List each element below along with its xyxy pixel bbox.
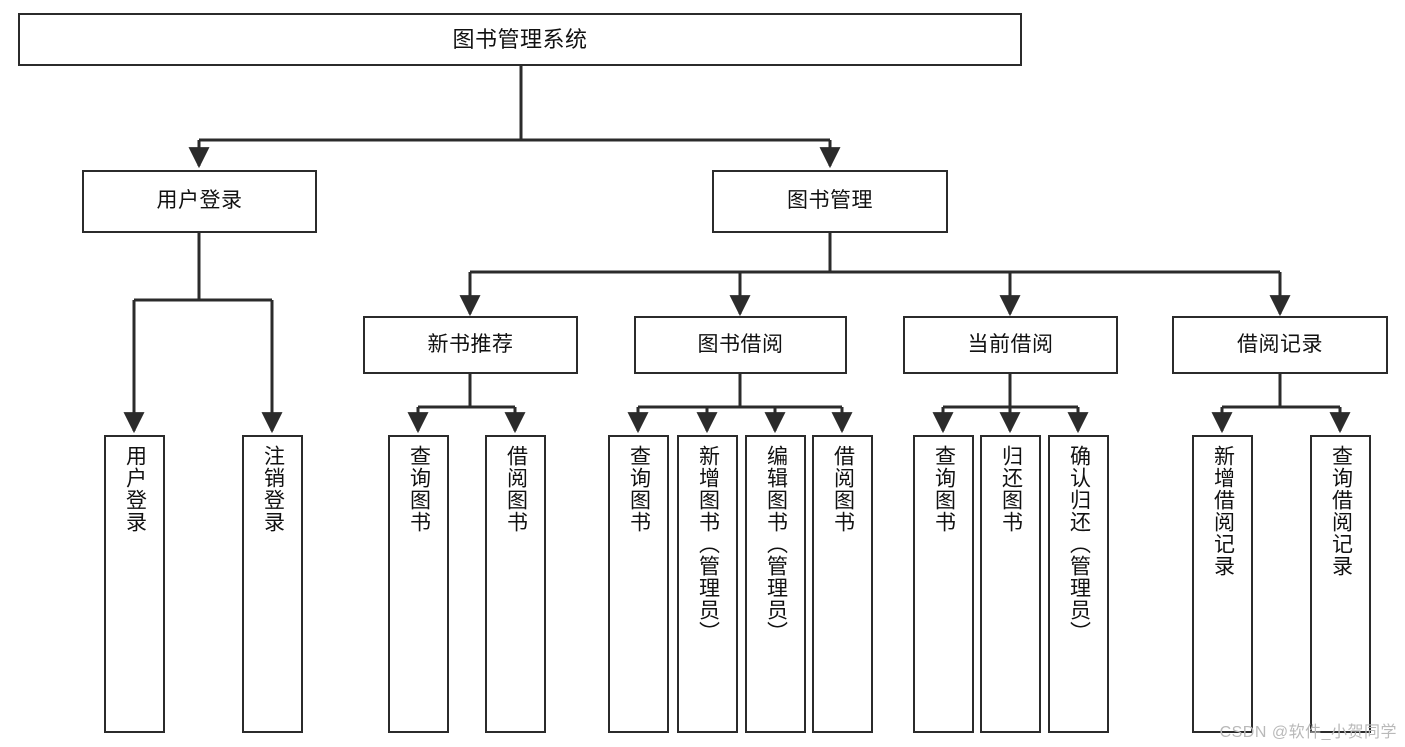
node-leaf-borrow-book-2[interactable]: 借阅图书 bbox=[812, 435, 873, 733]
node-leaf-confirm-return-label: 确认归还（管理员） bbox=[1067, 445, 1091, 643]
node-leaf-add-record-label: 新增借阅记录 bbox=[1211, 445, 1235, 577]
node-leaf-user-login[interactable]: 用户登录 bbox=[104, 435, 165, 733]
node-leaf-borrow-book-1[interactable]: 借阅图书 bbox=[485, 435, 546, 733]
node-borrow-record-label: 借阅记录 bbox=[1237, 332, 1323, 356]
node-leaf-borrow-book-1-label: 借阅图书 bbox=[504, 445, 528, 533]
node-current-borrow-label: 当前借阅 bbox=[967, 332, 1054, 356]
node-leaf-confirm-return[interactable]: 确认归还（管理员） bbox=[1048, 435, 1109, 733]
node-leaf-query-book-2-label: 查询图书 bbox=[627, 445, 651, 533]
node-leaf-return-book[interactable]: 归还图书 bbox=[980, 435, 1041, 733]
node-leaf-query-book-2[interactable]: 查询图书 bbox=[608, 435, 669, 733]
node-new-book-rec-label: 新书推荐 bbox=[427, 332, 514, 356]
node-leaf-return-book-label: 归还图书 bbox=[999, 445, 1023, 533]
node-leaf-add-record[interactable]: 新增借阅记录 bbox=[1192, 435, 1253, 733]
node-borrow-record[interactable]: 借阅记录 bbox=[1172, 316, 1388, 374]
node-leaf-query-book-3[interactable]: 查询图书 bbox=[913, 435, 974, 733]
node-leaf-add-book[interactable]: 新增图书（管理员） bbox=[677, 435, 738, 733]
node-leaf-user-login-label: 用户登录 bbox=[123, 445, 147, 533]
node-book-borrow[interactable]: 图书借阅 bbox=[634, 316, 847, 374]
node-leaf-edit-book-label: 编辑图书（管理员） bbox=[764, 445, 788, 643]
node-root-label: 图书管理系统 bbox=[452, 26, 588, 52]
node-leaf-query-book-3-label: 查询图书 bbox=[932, 445, 956, 533]
node-leaf-query-record[interactable]: 查询借阅记录 bbox=[1310, 435, 1371, 733]
node-current-borrow[interactable]: 当前借阅 bbox=[903, 316, 1118, 374]
node-book-manage[interactable]: 图书管理 bbox=[712, 170, 948, 233]
node-user-login[interactable]: 用户登录 bbox=[82, 170, 317, 233]
node-root[interactable]: 图书管理系统 bbox=[18, 13, 1022, 66]
node-book-manage-label: 图书管理 bbox=[787, 189, 873, 213]
node-leaf-edit-book[interactable]: 编辑图书（管理员） bbox=[745, 435, 806, 733]
node-book-borrow-label: 图书借阅 bbox=[697, 332, 784, 356]
node-leaf-query-book-1-label: 查询图书 bbox=[407, 445, 431, 533]
node-leaf-query-record-label: 查询借阅记录 bbox=[1329, 445, 1353, 577]
node-leaf-query-book-1[interactable]: 查询图书 bbox=[388, 435, 449, 733]
node-new-book-rec[interactable]: 新书推荐 bbox=[363, 316, 578, 374]
node-leaf-borrow-book-2-label: 借阅图书 bbox=[831, 445, 855, 533]
node-user-login-label: 用户登录 bbox=[156, 189, 243, 213]
node-leaf-logout[interactable]: 注销登录 bbox=[242, 435, 303, 733]
node-leaf-logout-label: 注销登录 bbox=[261, 445, 285, 533]
node-leaf-add-book-label: 新增图书（管理员） bbox=[696, 445, 720, 643]
